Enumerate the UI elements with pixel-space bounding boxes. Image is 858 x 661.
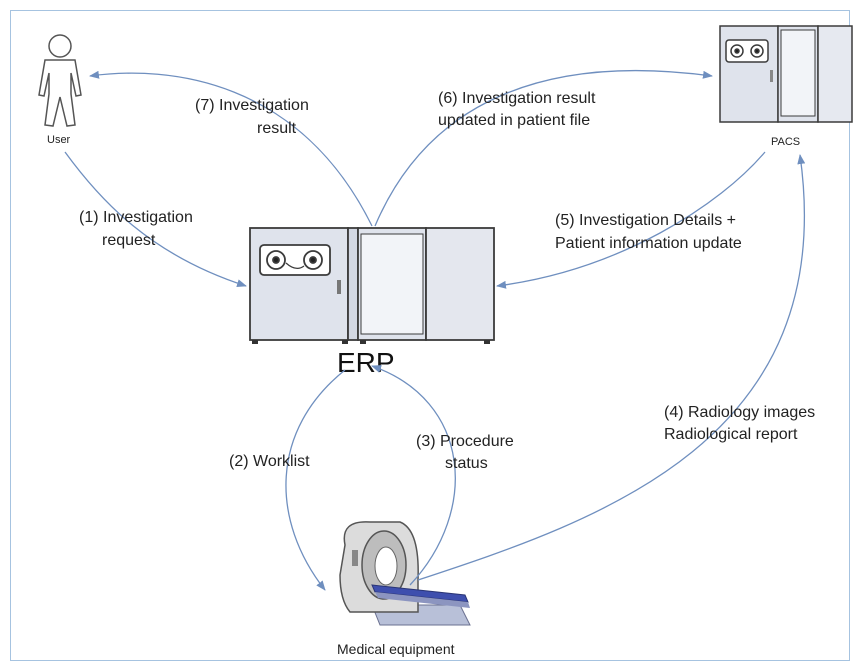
arrow-equipment-to-pacs [417,154,806,581]
erp-label: ERP [337,347,395,378]
user-label: User [47,134,71,146]
arrow-equipment-to-erp [371,365,456,586]
ct-scanner-icon [339,521,471,626]
flow-label-4: (4) Radiology images Radiological report [664,404,820,443]
flow-label-5: (5) Investigation Details + Patient info… [555,212,742,252]
arrow-erp-to-user [89,70,373,227]
flow-label-7: (7) Investigation result [195,97,313,137]
arrow-erp-to-equipment [285,369,346,591]
flow-label-2: (2) Worklist [229,453,310,470]
arrow-user-to-erp [64,151,247,288]
flow-label-6: (6) Investigation result updated in pati… [438,90,600,129]
person-icon [38,34,82,127]
pacs-label: PACS [771,136,800,148]
server-cabinet-icon [249,227,495,344]
arrow-erp-to-pacs [374,69,713,227]
flow-label-1: (1) Investigation request [79,209,197,249]
equipment-label: Medical equipment [337,641,455,657]
arrow-pacs-to-erp [496,151,766,289]
server-cabinet-icon [719,25,853,123]
flow-label-3: (3) Procedure status [416,433,518,472]
